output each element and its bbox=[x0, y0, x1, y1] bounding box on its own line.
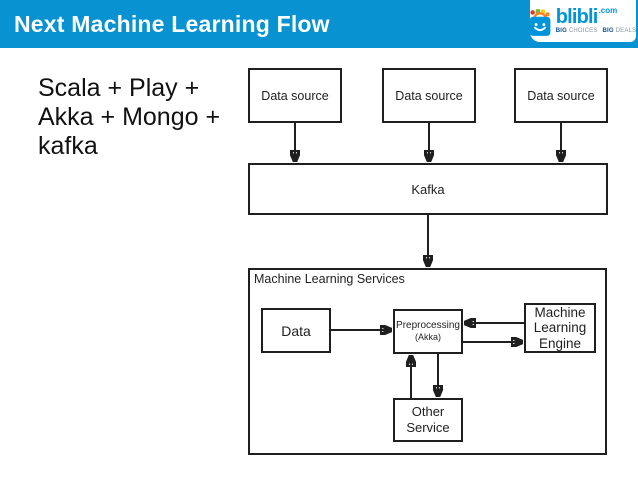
node-other-service: Other Service bbox=[393, 398, 463, 442]
header-bar: Next Machine Learning Flow blibli .com bbox=[0, 0, 638, 48]
tech-stack-note: Scala + Play + Akka + Mongo + kafka bbox=[38, 74, 220, 161]
node-data-source-1: Data source bbox=[248, 68, 342, 123]
logo-text: blibli .com BIG CHOICES BIG DEALS bbox=[555, 6, 638, 35]
node-data-source-2: Data source bbox=[382, 68, 476, 123]
ml-services-label: Machine Learning Services bbox=[254, 272, 405, 286]
node-ml-engine: Machine Learning Engine bbox=[524, 303, 596, 353]
shopping-bag-icon bbox=[529, 9, 551, 36]
blibli-logo: blibli .com BIG CHOICES BIG DEALS bbox=[529, 0, 638, 42]
logo-tagline: BIG CHOICES BIG DEALS bbox=[555, 28, 637, 34]
node-data-source-3: Data source bbox=[514, 68, 608, 123]
tech-stack-line: kafka bbox=[38, 132, 98, 160]
tech-stack-line: Scala + Play + bbox=[38, 74, 200, 102]
node-data: Data bbox=[261, 308, 331, 353]
ml-services-container bbox=[248, 268, 607, 455]
node-preprocessing: Preprocessing (Akka) bbox=[393, 309, 463, 354]
logo-brand: blibli bbox=[555, 6, 599, 28]
node-kafka: Kafka bbox=[248, 163, 608, 215]
logo-tld: .com bbox=[598, 6, 618, 15]
tech-stack-line: Akka + Mongo + bbox=[38, 103, 221, 131]
page-title: Next Machine Learning Flow bbox=[14, 10, 330, 37]
